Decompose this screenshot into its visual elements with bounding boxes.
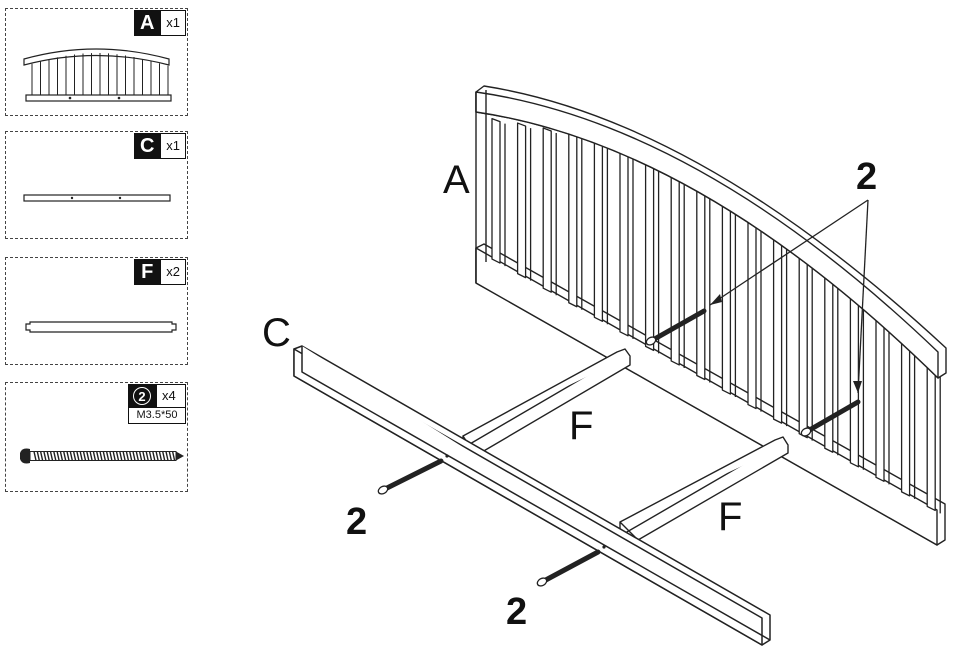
screw-callout-left: 2 — [346, 501, 368, 543]
screw-number: 2 — [133, 387, 151, 405]
part-letter: A — [134, 10, 161, 36]
label-headboard-a: A — [443, 158, 470, 202]
screw-thumbnail — [20, 448, 184, 464]
headboard-slat — [542, 127, 552, 293]
rail-c — [293, 345, 771, 646]
screw-spec: M3.5*50 — [128, 408, 186, 424]
headboard-slat — [926, 363, 936, 512]
headboard-slat — [875, 314, 885, 482]
headboard-thumbnail — [23, 48, 172, 102]
headboard-slat — [644, 156, 655, 352]
label-slat-f-lower: F — [718, 495, 743, 539]
screw-badge: 2 x4 M3.5*50 — [128, 384, 186, 424]
part-letter: C — [134, 133, 161, 159]
headboard-slat — [849, 291, 860, 468]
part-panel-f: F x2 — [5, 257, 188, 365]
headboard-slat — [798, 248, 808, 439]
rail-c-thumbnail — [23, 194, 171, 202]
headboard-slat — [670, 167, 680, 366]
part-panel-screw: 2 x4 M3.5*50 — [5, 382, 188, 492]
headboard-slat — [900, 338, 911, 497]
part-quantity: x1 — [160, 10, 186, 36]
headboard-slat — [824, 269, 834, 453]
part-badge-f: F x2 — [134, 259, 186, 285]
part-panel-c: C x1 — [5, 131, 188, 239]
label-slat-f-upper: F — [569, 404, 594, 448]
screw — [645, 308, 707, 346]
part-badge-a: A x1 — [134, 10, 186, 36]
part-letter: F — [134, 259, 161, 285]
part-badge-c: C x1 — [134, 133, 186, 159]
part-quantity: x1 — [160, 133, 186, 159]
screw — [800, 399, 861, 437]
screw — [536, 549, 601, 587]
part-quantity: x2 — [160, 259, 186, 285]
headboard-slat — [593, 139, 604, 322]
headboard-slat — [491, 118, 501, 264]
label-rail-c: C — [262, 311, 291, 355]
screw-number-icon: 2 — [128, 384, 156, 408]
headboard-slat — [516, 122, 527, 279]
headboard-slat — [568, 132, 578, 308]
screw-callout-bottom: 2 — [506, 591, 528, 633]
headboard-slat — [696, 180, 706, 381]
screw-callout-top: 2 — [856, 156, 878, 198]
part-panel-a: A x1 — [5, 8, 188, 116]
screw-quantity: x4 — [156, 384, 186, 408]
headboard-slat — [619, 147, 629, 337]
headboard-slat — [747, 211, 757, 410]
screw — [377, 458, 444, 495]
slat-f-thumbnail — [25, 321, 177, 333]
